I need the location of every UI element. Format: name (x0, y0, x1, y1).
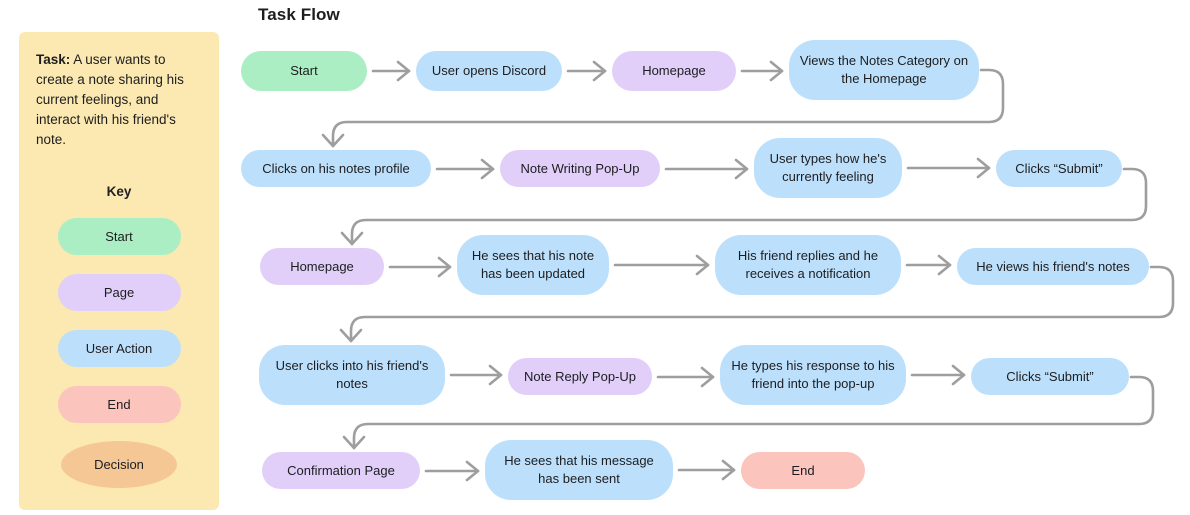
arrowhead-wrap-n12-to-n13 (339, 328, 363, 343)
task-key-sidebar: Task: A user wants to create a note shar… (19, 32, 219, 510)
flow-node-n3: Homepage (612, 51, 736, 91)
flow-node-label: Views the Notes Category on the Homepage (799, 53, 969, 86)
flow-node-n9: Homepage (260, 248, 384, 285)
arrowhead-wrap-n8-to-n9 (340, 231, 364, 246)
flow-node-label: End (791, 462, 815, 478)
task-description: Task: A user wants to create a note shar… (36, 50, 202, 150)
flow-node-label: His friend replies and he receives a not… (737, 248, 879, 281)
page-title: Task Flow (258, 5, 340, 24)
arrowhead-wrap-n16-to-n17 (342, 435, 366, 450)
arrowhead-n13-to-n14 (488, 364, 503, 386)
key-item-label: End (107, 397, 131, 412)
flow-node-label: Note Writing Pop-Up (520, 160, 640, 176)
flow-node-label: Homepage (290, 258, 354, 274)
flow-node-n8: Clicks “Submit” (996, 150, 1122, 187)
flow-node-n15: He types his response to his friend into… (720, 345, 906, 405)
flow-node-label: Note Reply Pop-Up (524, 368, 636, 384)
flow-node-label: Clicks “Submit” (1015, 160, 1103, 176)
arrowhead-n17-to-n18 (465, 460, 480, 482)
flow-node-label: He sees that his note has been updated (471, 248, 595, 281)
flow-node-n11: His friend replies and he receives a not… (715, 235, 901, 295)
flow-node-label: Clicks on his notes profile (262, 160, 410, 176)
arrowhead-n14-to-n15 (700, 366, 715, 388)
arrowhead-n9-to-n10 (437, 256, 452, 278)
flow-node-n14: Note Reply Pop-Up (508, 358, 652, 395)
arrowhead-n15-to-n16 (951, 364, 966, 386)
arrowhead-n18-to-n19 (721, 459, 736, 481)
key-item-user-action: User Action (57, 330, 181, 367)
flow-node-label: User opens Discord (431, 63, 547, 78)
flow-node-label: User types how he's currently feeling (769, 151, 887, 184)
key-item-start: Start (57, 218, 181, 255)
flow-node-label: Confirmation Page (287, 462, 395, 478)
flow-node-n13: User clicks into his friend's notes (259, 345, 445, 405)
task-body: A user wants to create a note sharing hi… (36, 52, 184, 147)
key-item-page: Page (57, 274, 181, 311)
flow-node-n2: User opens Discord (416, 51, 562, 91)
flow-node-n6: Note Writing Pop-Up (500, 150, 660, 187)
arrowhead-n11-to-n12 (937, 254, 952, 276)
key-item-label: Page (103, 285, 135, 300)
flow-node-label: He sees that his message has been sent (504, 453, 654, 486)
flow-node-label: He types his response to his friend into… (731, 358, 895, 391)
flow-node-label: He views his friend's notes (976, 258, 1130, 274)
task-label: Task: (36, 52, 71, 67)
flow-node-n4: Views the Notes Category on the Homepage (789, 40, 979, 100)
key-item-label: Decision (94, 457, 144, 472)
flow-node-n10: He sees that his note has been updated (457, 235, 609, 295)
arrowhead-n1-to-n2 (396, 60, 411, 82)
flow-node-n17: Confirmation Page (262, 452, 420, 489)
arrowhead-n3-to-n4 (769, 60, 784, 82)
arrowhead-wrap-n4-to-n5 (321, 133, 345, 148)
arrowhead-n2-to-n3 (592, 60, 607, 82)
flow-node-n12: He views his friend's notes (957, 248, 1149, 285)
arrowhead-n7-to-n8 (976, 157, 991, 179)
arrowhead-n6-to-n7 (734, 158, 749, 180)
flow-node-label: Clicks “Submit” (1006, 368, 1094, 384)
flow-node-n7: User types how he's currently feeling (754, 138, 902, 198)
flow-node-n1: Start (241, 51, 367, 91)
key-item-decision: Decision (61, 441, 177, 488)
flow-node-label: Homepage (642, 63, 706, 78)
flow-node-label: Start (290, 63, 318, 78)
flow-node-n19: End (741, 452, 865, 489)
arrowhead-n10-to-n11 (695, 254, 710, 276)
key-item-label: User Action (85, 341, 153, 356)
key-heading: Key (106, 184, 132, 199)
flow-node-n18: He sees that his message has been sent (485, 440, 673, 500)
flow-node-n5: Clicks on his notes profile (241, 150, 431, 187)
key-item-end: End (57, 386, 181, 423)
flow-node-label: User clicks into his friend's notes (275, 358, 429, 391)
flow-node-n16: Clicks “Submit” (971, 358, 1129, 395)
key-item-label: Start (105, 229, 133, 244)
arrowhead-n5-to-n6 (480, 158, 495, 180)
